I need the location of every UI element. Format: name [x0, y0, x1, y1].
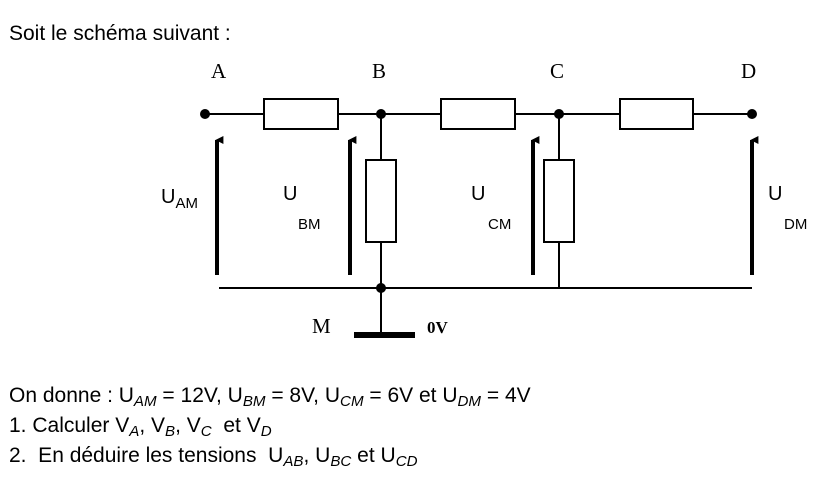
ground-symbol	[354, 332, 415, 338]
label-ucm-main: U	[471, 183, 486, 205]
question-2: 2. En déduire les tensions UAB, UBC et U…	[9, 444, 418, 471]
node-d-dot	[747, 109, 757, 119]
node-label-m: M	[312, 314, 331, 338]
resistor-cd	[619, 98, 694, 130]
intro-text: Soit le schéma suivant :	[9, 22, 231, 45]
node-label-c: C	[550, 59, 565, 83]
resistor-cm	[543, 159, 575, 243]
node-label-a: A	[211, 59, 227, 83]
node-a-dot	[200, 109, 210, 119]
ground-label: 0V	[427, 318, 448, 337]
label-udm-main: U	[768, 183, 783, 205]
resistor-ab	[263, 98, 339, 130]
label-ubm-main: U	[283, 183, 298, 205]
given-values: On donne : UAM = 12V, UBM = 8V, UCM = 6V…	[9, 384, 531, 411]
node-label-b: B	[372, 59, 387, 83]
label-uam: UAM	[161, 186, 198, 212]
label-ubm-sub: BM	[298, 216, 321, 233]
resistor-bm	[365, 159, 397, 243]
label-ucm-sub: CM	[488, 216, 512, 233]
resistor-bc	[440, 98, 516, 130]
node-label-d: D	[741, 59, 757, 83]
question-1: 1. Calculer VA, VB, VC et VD	[9, 414, 272, 441]
label-udm-sub: DM	[784, 216, 808, 233]
